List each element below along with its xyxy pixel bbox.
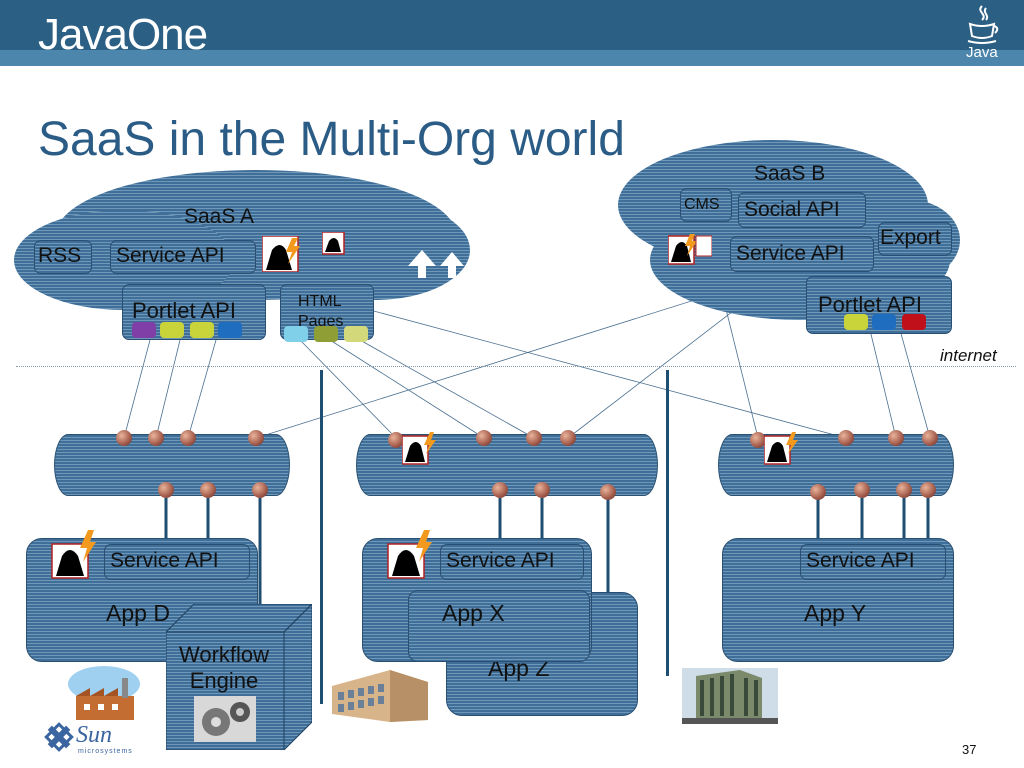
export-label: Export: [880, 226, 941, 249]
header-bar: JavaOne Java: [0, 0, 1024, 66]
saas-b-service-api-box: [730, 236, 874, 272]
connector-dot: [838, 430, 854, 446]
building-icon: [682, 668, 778, 724]
app-x-service-api-box: [440, 544, 584, 580]
factory-icon: [68, 666, 140, 720]
connector-dot: [476, 430, 492, 446]
gear-icon: [194, 696, 256, 742]
brand-logo: JavaOne: [38, 10, 208, 59]
connector-dot: [896, 482, 912, 498]
connector-dot: [388, 432, 404, 448]
rss-label: RSS: [38, 244, 82, 267]
sun-diamond-icon: [44, 722, 74, 752]
org-divider: [320, 370, 323, 704]
rss-box: [34, 240, 92, 274]
portlet-chip: [160, 322, 184, 338]
portlet-chip: [190, 322, 214, 338]
header-stripe: [0, 50, 1024, 66]
slide-title: SaaS in the Multi-Org world: [38, 113, 625, 166]
app-y-service-api-label: Service API: [806, 549, 915, 572]
connector-dot: [252, 482, 268, 498]
saas-b-portlet-api-label: Portlet API: [818, 292, 922, 317]
workflow-engine-cube: Workflow Engine: [164, 602, 314, 752]
connector-dot: [180, 430, 196, 446]
connector-dot: [560, 430, 576, 446]
connector-dot: [116, 430, 132, 446]
app-x-service-api-label: Service API: [446, 549, 555, 572]
app-x-label: App X: [442, 600, 505, 626]
person-icon: [262, 236, 300, 272]
page-number: 37: [962, 742, 977, 757]
connector-dot: [888, 430, 904, 446]
person-icon: [764, 432, 798, 465]
app-d-service-api-label: Service API: [110, 549, 219, 572]
html-pages-label: HTML Pages: [298, 293, 344, 330]
social-api-box: [738, 192, 866, 228]
saas-a-service-api-label: Service API: [116, 244, 225, 267]
app-y-service-api-box: [800, 544, 946, 580]
arrow-up-icon: [408, 250, 464, 278]
portlet-chip: [218, 322, 242, 338]
connector-dot: [492, 482, 508, 498]
connector-dot: [750, 432, 766, 448]
saas-b-service-api-label: Service API: [736, 242, 845, 265]
connector-dot: [158, 482, 174, 498]
person-icon: [387, 530, 432, 579]
connector-dot: [600, 484, 616, 500]
app-y-label: App Y: [804, 600, 867, 626]
portlet-chip: [132, 322, 156, 338]
portlet-chip: [872, 314, 896, 330]
connector-dot: [248, 430, 264, 446]
app-d-service-api-box: [104, 544, 250, 580]
portlet-chip: [902, 314, 926, 330]
connector-dot: [854, 482, 870, 498]
cms-label: CMS: [684, 196, 720, 213]
java-logo-text: Java: [966, 44, 998, 61]
workflow-engine-label: Workflow Engine: [178, 642, 270, 693]
person-icon: [402, 432, 436, 465]
internet-label: internet: [940, 346, 997, 365]
connector-dot: [534, 482, 550, 498]
connector-dot: [526, 430, 542, 446]
person-icon: [51, 530, 96, 579]
connector-dot: [148, 430, 164, 446]
social-api-label: Social API: [744, 198, 840, 221]
connector-dot: [200, 482, 216, 498]
connector-dot: [810, 484, 826, 500]
building-icon: [332, 670, 428, 722]
person-icon: [668, 234, 712, 265]
internet-boundary: [16, 366, 1016, 367]
cloud-shape: [280, 200, 470, 300]
html-chip: [314, 326, 338, 342]
saas-a-label: SaaS A: [184, 205, 255, 228]
portlet-chip: [844, 314, 868, 330]
export-box: [878, 222, 952, 256]
cms-box: [680, 188, 732, 222]
saas-a-portlet-api-label: Portlet API: [132, 298, 236, 323]
connector-dot: [920, 482, 936, 498]
app-x-inner-box: [408, 590, 590, 662]
java-cup-icon: Java: [962, 4, 1002, 62]
html-chip: [284, 326, 308, 342]
saas-b-label: SaaS B: [754, 162, 826, 185]
html-chip: [344, 326, 368, 342]
org-divider: [666, 370, 669, 676]
sun-logo-icon: Sun microsystems: [44, 722, 134, 762]
app-d-label: App D: [106, 600, 170, 626]
saas-a-service-api-box: [110, 240, 256, 274]
person-icon: [322, 232, 345, 255]
connector-dot: [922, 430, 938, 446]
